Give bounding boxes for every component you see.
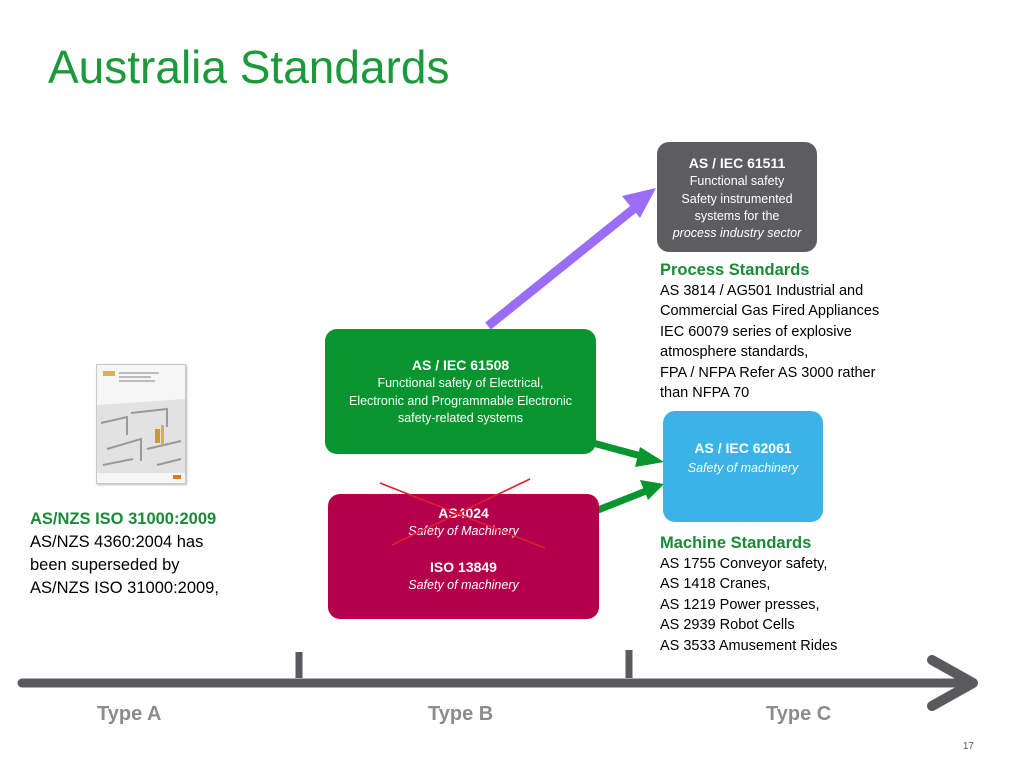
- machine-standards-line: AS 1219 Power presses,: [660, 596, 820, 613]
- as4024-subtitle: Safety of Machinery: [408, 524, 519, 539]
- process-standards-block: Process Standards AS 3814 / AG501 Indust…: [660, 260, 879, 404]
- machine-standards-block: Machine Standards AS 1755 Conveyor safet…: [660, 533, 837, 656]
- type-a-label: Type A: [97, 703, 162, 725]
- risk-standard-heading: AS/NZS ISO 31000:2009: [30, 510, 217, 528]
- as-iec-61511-title: AS / IEC 61511: [688, 155, 786, 171]
- arrow-61508-to-61511: [485, 203, 639, 330]
- machine-standards-line: AS 3533 Amusement Rides: [660, 637, 838, 654]
- timeline-arrowhead: [927, 655, 978, 711]
- as-iec-61508-line1: Functional safety of Electrical,: [377, 376, 544, 391]
- as-iec-61511-line4: process industry sector: [672, 226, 802, 241]
- arrow-61508-to-62061: [592, 439, 646, 461]
- machine-standards-line: AS 2939 Robot Cells: [660, 617, 795, 633]
- as-iec-61511-line3: systems for the: [694, 208, 780, 223]
- type-c-label: Type C: [766, 703, 832, 725]
- process-standards-line: Commercial Gas Fired Appliances: [660, 303, 880, 319]
- machine-standards-line: AS 1418 Cranes,: [660, 576, 771, 592]
- as-iec-62061-subtitle: Safety of machinery: [687, 461, 799, 476]
- machine-standards-heading: Machine Standards: [660, 534, 812, 552]
- maze-cover-icon: [97, 365, 185, 483]
- cross-line-2: [391, 478, 531, 546]
- cross-line-1: [379, 482, 546, 549]
- risk-standard-line: AS/NZS 4360:2004 has: [30, 533, 204, 551]
- as-iec-62061-box: AS / IEC 62061 Safety of machinery: [663, 411, 823, 522]
- as4024-box: AS4024 Safety of Machinery ISO 13849 Saf…: [328, 494, 599, 619]
- process-standards-line: AS 3814 / AG501 Industrial and: [660, 282, 864, 299]
- risk-standard-line: been superseded by: [30, 556, 180, 574]
- process-standards-line: IEC 60079 series of explosive: [660, 323, 852, 340]
- process-standards-line: FPA / NFPA Refer AS 3000 rather: [660, 364, 876, 381]
- arrow-as4024-to-62061-head: [640, 480, 664, 500]
- as-iec-61508-line2: Electronic and Programmable Electronic: [348, 393, 573, 408]
- iso-13849-title: ISO 13849: [430, 558, 497, 575]
- book-cover-image: [96, 364, 186, 484]
- as-iec-61511-box: AS / IEC 61511 Functional safety Safety …: [657, 142, 817, 252]
- as-iec-62061-title: AS / IEC 62061: [694, 440, 792, 456]
- arrow-61508-to-61511-head: [622, 188, 656, 218]
- risk-standard-line: AS/NZS ISO 31000:2009,: [30, 579, 219, 597]
- arrow-as4024-to-62061: [596, 487, 648, 514]
- process-standards-heading: Process Standards: [660, 261, 810, 279]
- as-iec-61508-line3: safety-related systems: [397, 410, 524, 425]
- page-number: 17: [962, 741, 974, 752]
- process-standards-line: atmosphere standards,: [660, 344, 809, 360]
- as-iec-61508-box: AS / IEC 61508 Functional safety of Elec…: [325, 329, 596, 454]
- risk-standard-block: AS/NZS ISO 31000:2009 AS/NZS 4360:2004 h…: [30, 508, 219, 600]
- machine-standards-line: AS 1755 Conveyor safety,: [660, 555, 828, 572]
- as-iec-61511-line2: Safety instrumented: [681, 191, 793, 206]
- as-iec-61508-title: AS / IEC 61508: [411, 357, 510, 373]
- type-b-label: Type B: [428, 703, 494, 725]
- as-iec-61511-line1: Functional safety: [689, 174, 785, 189]
- iso-13849-subtitle: Safety of machinery: [408, 577, 519, 592]
- page-title: Australia Standards: [48, 41, 450, 93]
- process-standards-line: than NFPA 70: [660, 385, 750, 401]
- arrow-61508-to-62061-head: [635, 447, 664, 467]
